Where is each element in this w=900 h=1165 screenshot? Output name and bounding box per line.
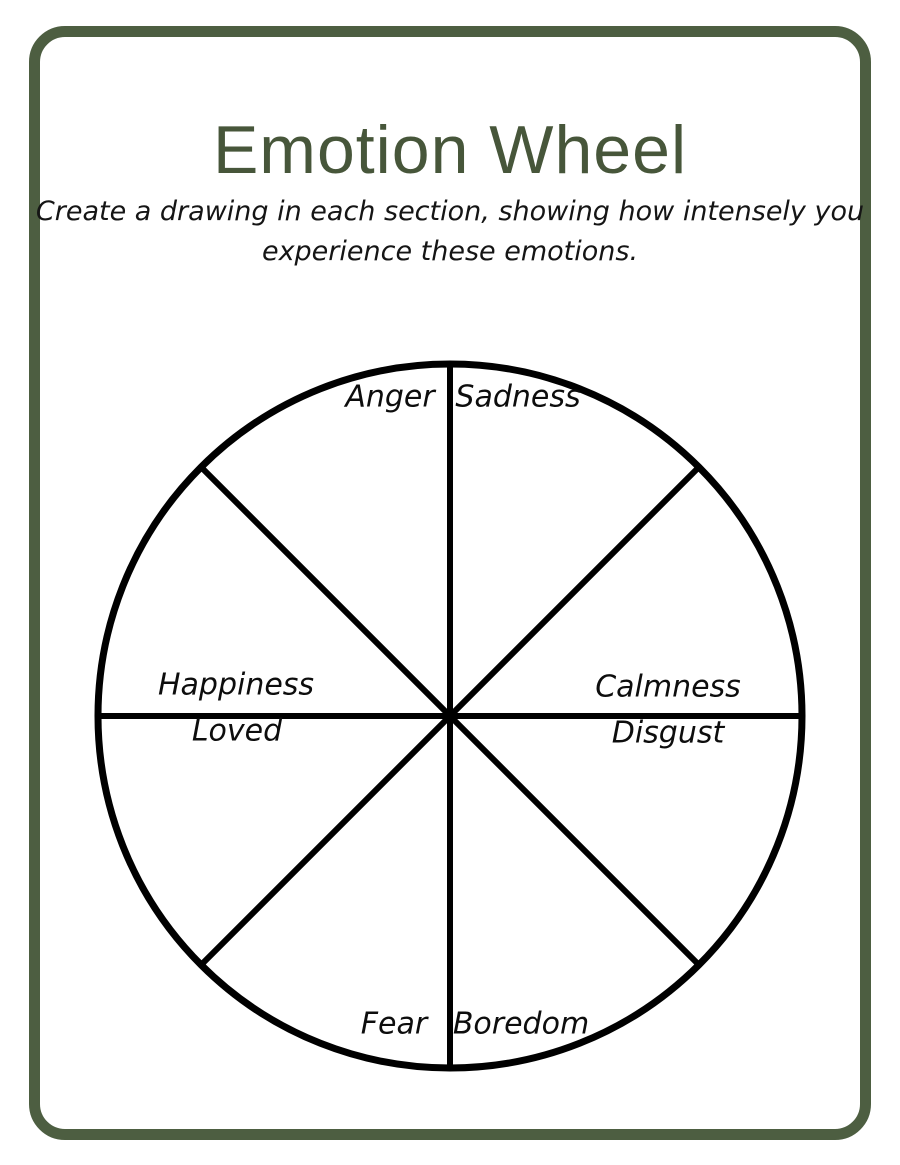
wheel-label-disgust: Disgust	[611, 715, 725, 751]
page-border-frame	[29, 26, 871, 1140]
wheel-spoke-diagonal-bltr	[198, 464, 702, 968]
wheel-label-happiness: Happiness	[157, 667, 315, 703]
wheel-label-loved: Loved	[191, 713, 283, 749]
wheel-label-fear: Fear	[360, 1006, 428, 1042]
wheel-label-boredom: Boredom	[452, 1006, 590, 1042]
subtitle-line-1: Create a drawing in each section, showin…	[35, 196, 865, 227]
page-subtitle: Create a drawing in each section, showin…	[0, 192, 900, 272]
subtitle-line-2: experience these emotions.	[261, 236, 639, 267]
wheel-label-calmness: Calmness	[595, 669, 741, 705]
wheel-label-anger: Anger	[345, 379, 435, 415]
page-title: Emotion Wheel	[212, 112, 688, 188]
wheel-label-sadness: Sadness	[455, 379, 581, 415]
